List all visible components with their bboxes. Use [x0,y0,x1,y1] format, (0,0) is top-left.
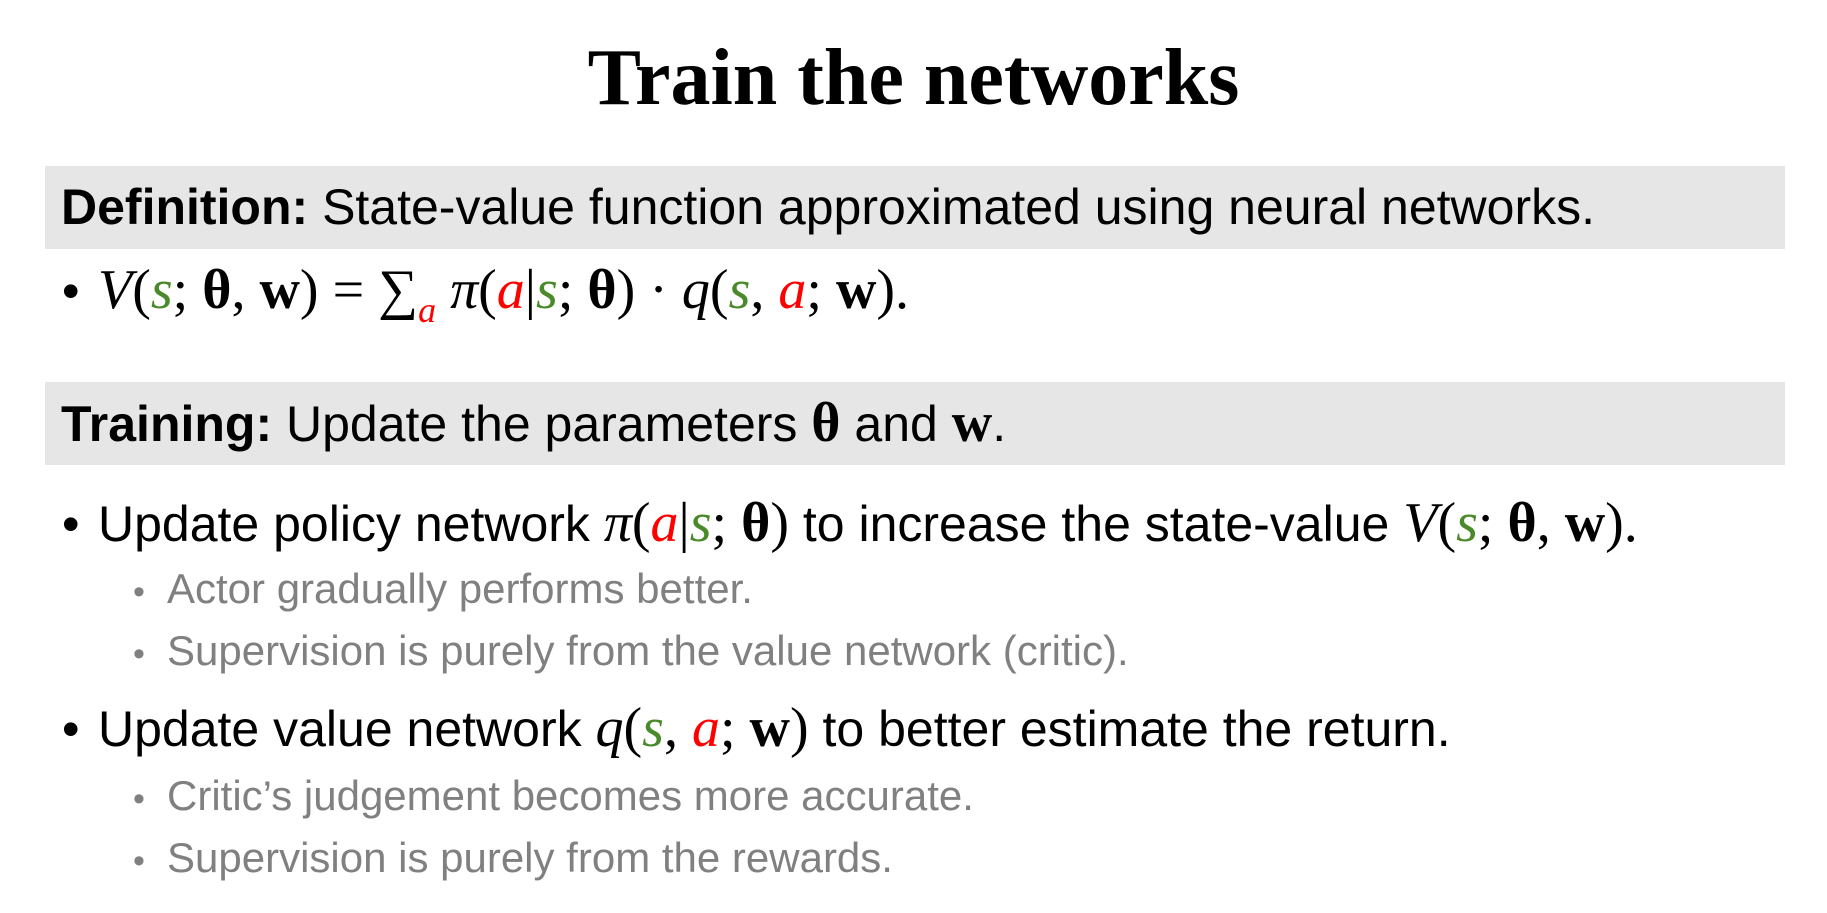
value-network-formula: q(s, a; w) [595,697,809,759]
value-bullet-text: Update value network [98,701,596,757]
sub-bullet-text: Critic’s judgement becomes more accurate… [167,772,974,819]
policy-bullet-text: Update policy network [98,496,604,552]
training-and: and [840,396,952,452]
policy-formula: π(a|s; θ) [603,492,789,554]
page-title: Train the networks [587,34,1240,122]
bullet-dot: • [62,263,80,319]
sub-bullet-dot: • [133,780,145,818]
definition-label: Definition: [61,179,309,235]
training-end: . [992,396,1007,452]
sub-bullet-text: Actor gradually performs better. [167,565,753,612]
sub-bullet-text: Supervision is purely from the rewards. [167,834,893,881]
value-function-formula: V(s; θ, w) = ∑a π(a|s; θ) · q(s, a; w). [98,259,910,330]
state-value-formula: V(s; θ, w). [1403,492,1638,554]
sub-bullet: • Supervision is purely from the value ne… [133,623,1129,682]
training-band: Training: Update the parameters θ and w. [45,382,1785,465]
policy-bullet-middle: to increase the state-value [789,496,1404,552]
policy-bullet: • Update policy network π(a|s; θ) to incr… [62,491,1638,556]
sub-bullet-dot: • [133,573,145,611]
value-bullet: • Update value network q(s, a; w) to bett… [62,696,1451,761]
sub-bullet: • Actor gradually performs better. [133,561,753,620]
definition-band: Definition: State-value function approxi… [45,166,1785,249]
sub-bullet-text: Supervision is purely from the value net… [167,627,1129,674]
formula-bullet: • V(s; θ, w) = ∑a π(a|s; θ) · q(s, a; w). [62,258,909,342]
bullet-dot: • [62,496,80,552]
training-label: Training: [61,396,273,452]
value-bullet-after: to better estimate the return. [808,701,1451,757]
sub-bullet: • Supervision is purely from the rewards. [133,830,893,889]
training-text: Update the parameters [272,396,812,452]
theta-symbol: θ [811,392,841,454]
bullet-dot: • [62,701,80,757]
w-symbol: w [951,392,993,454]
definition-text: State-value function approximated using … [308,179,1596,235]
sub-bullet-dot: • [133,842,145,880]
sub-bullet-dot: • [133,635,145,673]
sub-bullet: • Critic’s judgement becomes more accurat… [133,768,974,827]
